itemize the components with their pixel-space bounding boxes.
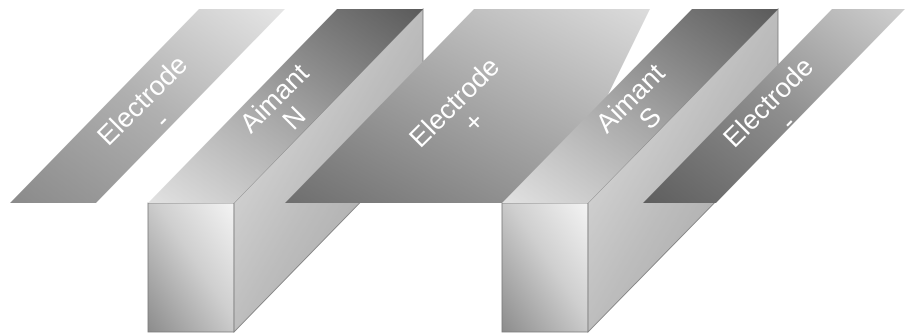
electrode-minus-left-plate <box>10 9 285 203</box>
magnet-n-top-face <box>148 9 423 203</box>
electrode-minus-right-plate <box>643 9 905 203</box>
magnet-s-front-face <box>501 202 589 333</box>
magnet-n-front-face <box>147 202 235 333</box>
magnet-s-top-face <box>502 9 778 203</box>
